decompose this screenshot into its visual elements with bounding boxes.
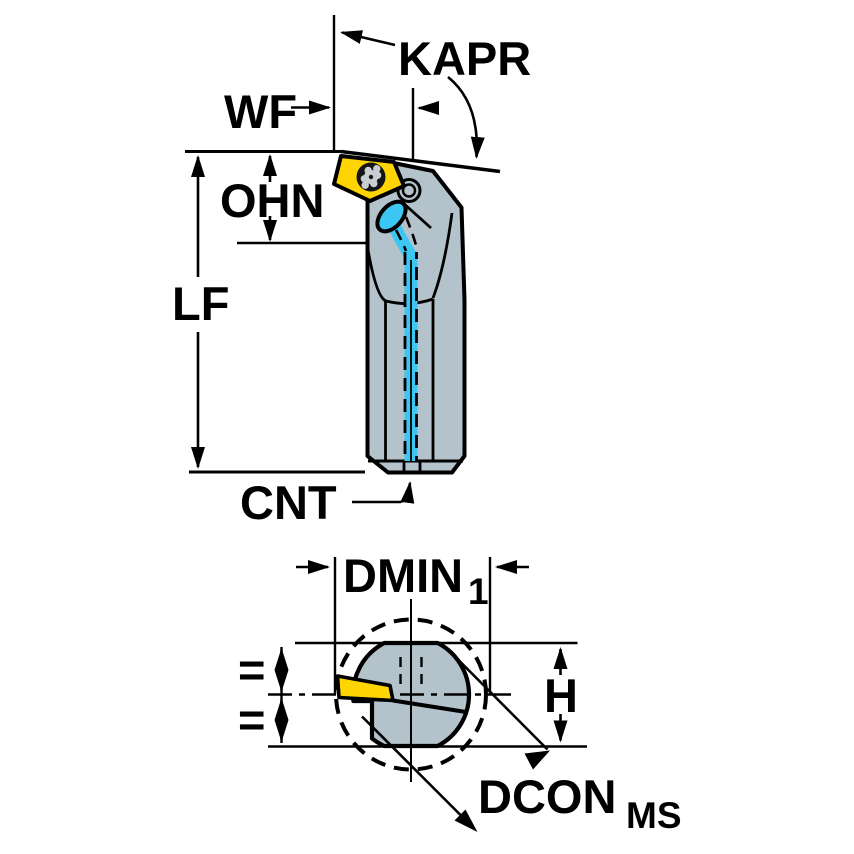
torx-star bbox=[360, 165, 382, 189]
head-pin-hole-inner bbox=[401, 183, 417, 198]
neck-left-curve bbox=[366, 246, 387, 303]
coolant-inlet-hole bbox=[375, 199, 408, 234]
side-view bbox=[185, 15, 501, 504]
head-chamfer-inner-edge bbox=[431, 212, 454, 299]
kapr-angle-arc bbox=[447, 75, 485, 159]
end-view bbox=[268, 557, 587, 832]
label-equal-lower: = bbox=[238, 693, 265, 746]
dcon-arrowhead-lower bbox=[454, 809, 478, 832]
label-dcon-subscript: MS bbox=[626, 795, 682, 836]
cutting-edge-end-view bbox=[392, 698, 467, 714]
dcon-tangent-line-lower bbox=[361, 715, 473, 828]
label-dcon: DCON bbox=[478, 770, 616, 823]
coolant-bend-hidden-left bbox=[394, 229, 408, 252]
coolant-bend-hidden-right bbox=[404, 216, 418, 248]
torx-screw-icon bbox=[356, 162, 386, 192]
label-h: H bbox=[544, 669, 578, 722]
dcon-tangent-line-upper bbox=[451, 652, 549, 751]
dmin-dashed-circle bbox=[334, 617, 488, 772]
kapr-leader-arrow bbox=[340, 30, 396, 47]
label-cnt: CNT bbox=[240, 476, 337, 529]
cnt-leader-arrow bbox=[400, 481, 415, 504]
label-ohn: OHN bbox=[220, 174, 324, 227]
dcon-arrowhead-upper bbox=[524, 750, 550, 770]
cutting-edge-plane-line bbox=[340, 149, 501, 174]
label-wf: WF bbox=[224, 85, 297, 138]
label-lf: LF bbox=[172, 277, 229, 330]
label-dmin-subscript: 1 bbox=[468, 571, 489, 612]
labels: KAPR WF OHN LF CNT DMIN 1 H DCON MS = = bbox=[172, 32, 682, 836]
label-equal-upper: = bbox=[238, 643, 265, 696]
label-kapr: KAPR bbox=[398, 32, 531, 85]
torx-center-dot bbox=[368, 174, 374, 180]
label-dmin: DMIN bbox=[343, 549, 463, 602]
